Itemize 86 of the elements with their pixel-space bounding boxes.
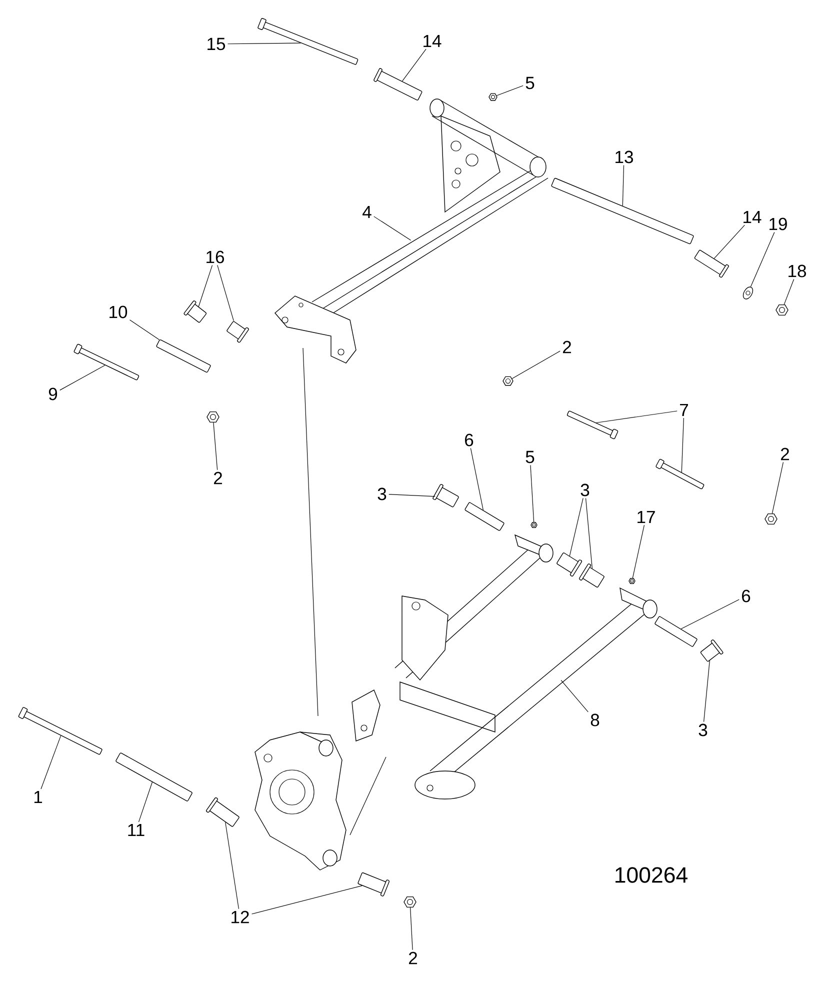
callout-number: 9 — [48, 388, 58, 400]
callout-number: 7 — [680, 404, 688, 416]
callout-number: 5 — [526, 76, 534, 90]
callout-number: 11 — [128, 824, 144, 836]
leader-line — [585, 498, 592, 569]
leader-line — [772, 462, 784, 514]
sleeve — [654, 616, 698, 647]
callout-number: 15 — [208, 38, 226, 50]
bushing — [700, 640, 724, 662]
leader-line — [681, 418, 684, 473]
nut — [206, 411, 220, 423]
callout-number: 16 — [206, 250, 224, 264]
callout-number: 19 — [770, 218, 787, 230]
callout-number: 3 — [580, 484, 590, 496]
bushing — [374, 68, 422, 100]
nut — [488, 93, 498, 101]
bushing — [579, 564, 604, 588]
leader-line — [388, 494, 436, 497]
bolt — [566, 410, 618, 440]
leader-line — [410, 907, 413, 950]
bushing — [694, 250, 729, 278]
leader-line — [138, 782, 153, 822]
callout-number: 5 — [526, 450, 534, 464]
leader-line — [225, 822, 240, 910]
leader-line — [512, 350, 560, 379]
callout-number: 17 — [638, 510, 655, 524]
leader-line — [714, 224, 745, 259]
leader-line — [374, 216, 412, 240]
callout-number: 2 — [214, 472, 222, 484]
leader-line — [40, 735, 62, 790]
callout-number: 13 — [616, 150, 633, 164]
callout-number: 3 — [698, 724, 708, 736]
leader-line — [569, 498, 584, 556]
bushing — [184, 300, 207, 323]
sleeve — [156, 340, 211, 372]
leader-line — [632, 524, 645, 578]
callout-number: 2 — [563, 340, 571, 354]
bolt — [18, 707, 102, 755]
callout-number: 14 — [744, 210, 762, 224]
figure-number: 100264 — [616, 867, 688, 883]
bolt — [656, 458, 704, 490]
washer — [742, 286, 754, 300]
callout-number: 18 — [788, 264, 806, 278]
leader-line — [198, 264, 213, 307]
bushing — [556, 552, 582, 576]
bolt — [258, 18, 358, 65]
callout-number: 10 — [110, 306, 128, 318]
bushing — [358, 872, 390, 896]
nut — [404, 896, 416, 908]
leader-line — [402, 48, 426, 82]
callout-number: 6 — [465, 434, 474, 446]
leader-line — [560, 680, 588, 712]
nut — [764, 513, 778, 525]
leader-line — [129, 320, 160, 340]
leader-line — [530, 464, 534, 522]
callout-number: 2 — [781, 448, 789, 460]
leader-line — [213, 422, 218, 470]
callout-number: 2 — [409, 952, 417, 964]
leader-line — [784, 278, 794, 305]
nut — [502, 376, 514, 386]
bushing — [206, 797, 240, 827]
leader-line — [680, 599, 740, 630]
bushing — [432, 484, 459, 508]
leader-line — [470, 448, 484, 510]
bolt — [74, 344, 140, 380]
leader-line — [496, 85, 524, 96]
bushing — [226, 321, 249, 343]
leader-line — [750, 232, 775, 288]
leader-line — [227, 42, 301, 44]
callout-number: 14 — [424, 34, 442, 48]
leader-line — [596, 410, 678, 424]
sleeve — [464, 502, 504, 531]
leader-line — [251, 885, 362, 914]
a-arm-drawing — [274, 98, 548, 364]
sleeve — [116, 752, 192, 802]
callout-number: 1 — [34, 790, 42, 804]
leader-line — [217, 264, 234, 322]
sleeve — [551, 178, 694, 244]
nut — [776, 304, 788, 316]
callout-number: 3 — [378, 488, 386, 500]
callout-number: 12 — [232, 910, 249, 924]
small-nut — [530, 522, 538, 528]
leader-line — [622, 164, 624, 206]
callout-number: 6 — [742, 590, 750, 602]
leader-line — [704, 660, 710, 722]
leader-line — [60, 364, 106, 390]
